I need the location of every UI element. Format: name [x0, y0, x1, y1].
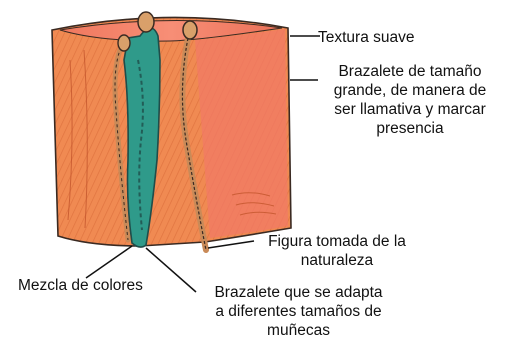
tan-snake-left-head [118, 35, 130, 51]
leader-figura [208, 241, 254, 248]
leader-mezcla [86, 246, 132, 278]
label-line: muñecas [196, 321, 401, 340]
label-line: presencia [316, 119, 504, 138]
label-line: grande, de manera de [316, 81, 504, 100]
label-line: naturaleza [252, 251, 422, 270]
label-textura-suave: Textura suave [318, 28, 415, 47]
teal-snake-head [138, 12, 154, 32]
label-line: a diferentes tamaños de [196, 302, 401, 321]
label-line: Figura tomada de la [252, 232, 422, 251]
label-brazalete-adapta: Brazalete que se adapta a diferentes tam… [196, 283, 401, 340]
leader-adapta [146, 248, 196, 292]
label-line: Textura suave [318, 28, 415, 47]
label-line: ser llamativa y marcar [316, 100, 504, 119]
label-line: Mezcla de colores [18, 276, 143, 295]
bracelet-cuff-inner-face [195, 29, 288, 238]
label-line: Brazalete de tamaño [316, 62, 504, 81]
right-snake-head [183, 21, 197, 39]
label-mezcla-colores: Mezcla de colores [18, 276, 143, 295]
label-brazalete-grande: Brazalete de tamaño grande, de manera de… [316, 62, 504, 138]
label-figura-naturaleza: Figura tomada de la naturaleza [252, 232, 422, 270]
label-line: Brazalete que se adapta [196, 283, 401, 302]
